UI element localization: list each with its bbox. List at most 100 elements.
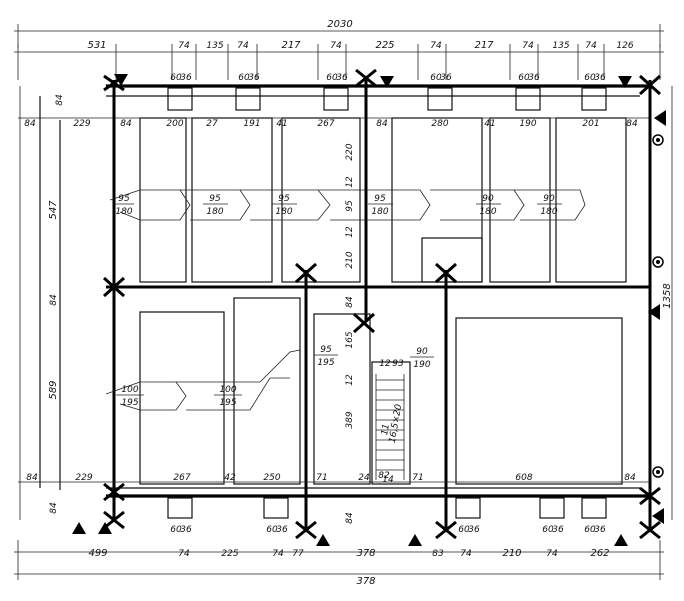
- top-window-6-b: 36: [594, 73, 606, 83]
- bottom-dimension-chain: 499 74 225 74 77 378 83 74 210 74 262 37…: [14, 540, 664, 587]
- upper-dim-13: 84: [626, 119, 638, 129]
- bottom-dim-2: 74: [178, 549, 190, 559]
- round-marker: [652, 256, 664, 268]
- lower-dim-5: 250: [263, 473, 280, 483]
- mid-dim-7: 165: [345, 331, 355, 348]
- mid-dim-10: 84: [345, 512, 355, 524]
- stair-bottom: 14: [382, 475, 394, 485]
- triangle-marker: [614, 534, 628, 546]
- round-marker: [656, 260, 660, 264]
- triangle-markers: [72, 74, 666, 546]
- cross-marker: [103, 482, 125, 502]
- mid-dim-4: 12: [345, 176, 355, 188]
- lower-door-3: 95 195: [314, 345, 338, 368]
- cross-marker: [294, 262, 318, 284]
- round-marker: [656, 470, 660, 474]
- cross-marker: [639, 486, 661, 506]
- stair-label-2: 16,5×20: [388, 403, 405, 443]
- mid-dim-8: 12: [345, 374, 355, 386]
- top-window-2-b: 36: [248, 73, 260, 83]
- upper-door-2-h: 180: [206, 207, 223, 217]
- upper-dim-4: 27: [206, 119, 218, 129]
- top-dim-9: 217: [474, 40, 494, 51]
- top-dim-5: 217: [281, 40, 301, 51]
- upper-door-1-w: 95: [118, 194, 130, 204]
- top-window-1-b: 36: [180, 73, 192, 83]
- upper-dim-12: 201: [582, 119, 599, 129]
- lower-room-dimension-chain: 84 229 267 42 250 71 24 71 608 84: [18, 473, 650, 483]
- cross-marker: [355, 68, 377, 88]
- upper-door-4-h: 180: [371, 207, 388, 217]
- bottom-dim-6: 378: [356, 548, 375, 559]
- top-dim-4: 74: [237, 41, 249, 51]
- bottom-dim-7: 83: [432, 549, 444, 559]
- bottom-window-3-a: 60: [458, 525, 470, 535]
- top-dim-10: 74: [522, 41, 534, 51]
- triangle-marker: [648, 304, 660, 320]
- cross-marker: [295, 520, 317, 540]
- mid-dim-3: 210: [345, 251, 355, 268]
- upper-door-3: 95 180: [272, 194, 297, 217]
- upper-dim-1: 229: [73, 119, 90, 129]
- lower-dim-7: 24: [358, 473, 370, 483]
- top-window-1-a: 60: [170, 73, 182, 83]
- top-window-2-a: 60: [238, 73, 250, 83]
- lower-dim-10: 84: [624, 473, 636, 483]
- upper-door-1-h: 180: [115, 207, 132, 217]
- upper-door-5-w: 90: [482, 194, 494, 204]
- upper-door-5: 90 180: [476, 194, 501, 217]
- lower-door-1-w: 100: [121, 385, 138, 395]
- lower-rooms: [139, 297, 623, 485]
- top-window-4-b: 36: [440, 73, 452, 83]
- upper-door-3-h: 180: [275, 207, 292, 217]
- lower-door-4-w: 90: [416, 347, 428, 357]
- upper-doors: 95 180 95 180 95 180 95 180 90 180 90 18…: [109, 189, 586, 221]
- lower-dim-8: 71: [412, 473, 423, 483]
- upper-door-6: 90 180: [537, 194, 562, 217]
- bottom-window-3-b: 36: [468, 525, 480, 535]
- lower-dim-1: 84: [26, 473, 38, 483]
- bottom-dim-4: 74: [272, 549, 284, 559]
- left-dim-lower: 589: [48, 380, 59, 399]
- bottom-window-5-a: 60: [584, 525, 596, 535]
- bottom-window-5-b: 36: [594, 525, 606, 535]
- bottom-window-1-a: 60: [170, 525, 182, 535]
- top-window-4-a: 60: [430, 73, 442, 83]
- cross-marker: [435, 520, 457, 540]
- lower-door-3-w: 95: [320, 345, 332, 355]
- bottom-window-4-a: 60: [542, 525, 554, 535]
- triangle-marker: [72, 522, 86, 534]
- stair-top-1: 12: [379, 359, 391, 369]
- lower-dim-9: 608: [515, 473, 532, 483]
- upper-door-2-w: 95: [209, 194, 221, 204]
- lower-doors: 100 195 100 195 95 195 90 190: [105, 345, 434, 411]
- top-dim-2: 74: [178, 41, 190, 51]
- lower-door-1-h: 195: [121, 398, 138, 408]
- cross-marker: [103, 510, 125, 530]
- round-markers: [652, 134, 664, 478]
- upper-door-3-w: 95: [278, 194, 290, 204]
- bottom-windows: 60 36 60 36 60 36 60 36 60 36: [167, 497, 607, 535]
- lower-dim-3: 267: [173, 473, 190, 483]
- triangle-marker: [316, 534, 330, 546]
- bottom-dim-5: 77: [292, 549, 304, 559]
- mid-dim-1: 220: [345, 143, 355, 160]
- upper-door-5-h: 180: [479, 207, 496, 217]
- bottom-dim-10: 74: [546, 549, 558, 559]
- upper-dim-11: 190: [519, 119, 536, 129]
- bottom-dim-8: 74: [460, 549, 472, 559]
- bottom-overall-label: 378: [356, 576, 375, 587]
- lower-door-2-w: 100: [219, 385, 236, 395]
- round-marker: [652, 466, 664, 478]
- triangle-marker: [654, 110, 666, 126]
- stair-label-1: 11: [380, 423, 392, 436]
- cross-marker: [352, 312, 376, 334]
- top-dim-7: 225: [375, 40, 394, 51]
- top-window-3-b: 36: [336, 73, 348, 83]
- upper-door-1: 95 180: [114, 194, 134, 217]
- bottom-dim-11: 262: [590, 548, 609, 559]
- middle-dimensions: 220 12 95 12 210 84 165 12 389 84 82: [345, 143, 390, 524]
- top-dimension-chain: 531 74 135 74 217 74 225 74 217 74 135 7…: [14, 40, 664, 80]
- top-window-5-b: 36: [528, 73, 540, 83]
- lower-door-1: 100 195: [116, 385, 144, 408]
